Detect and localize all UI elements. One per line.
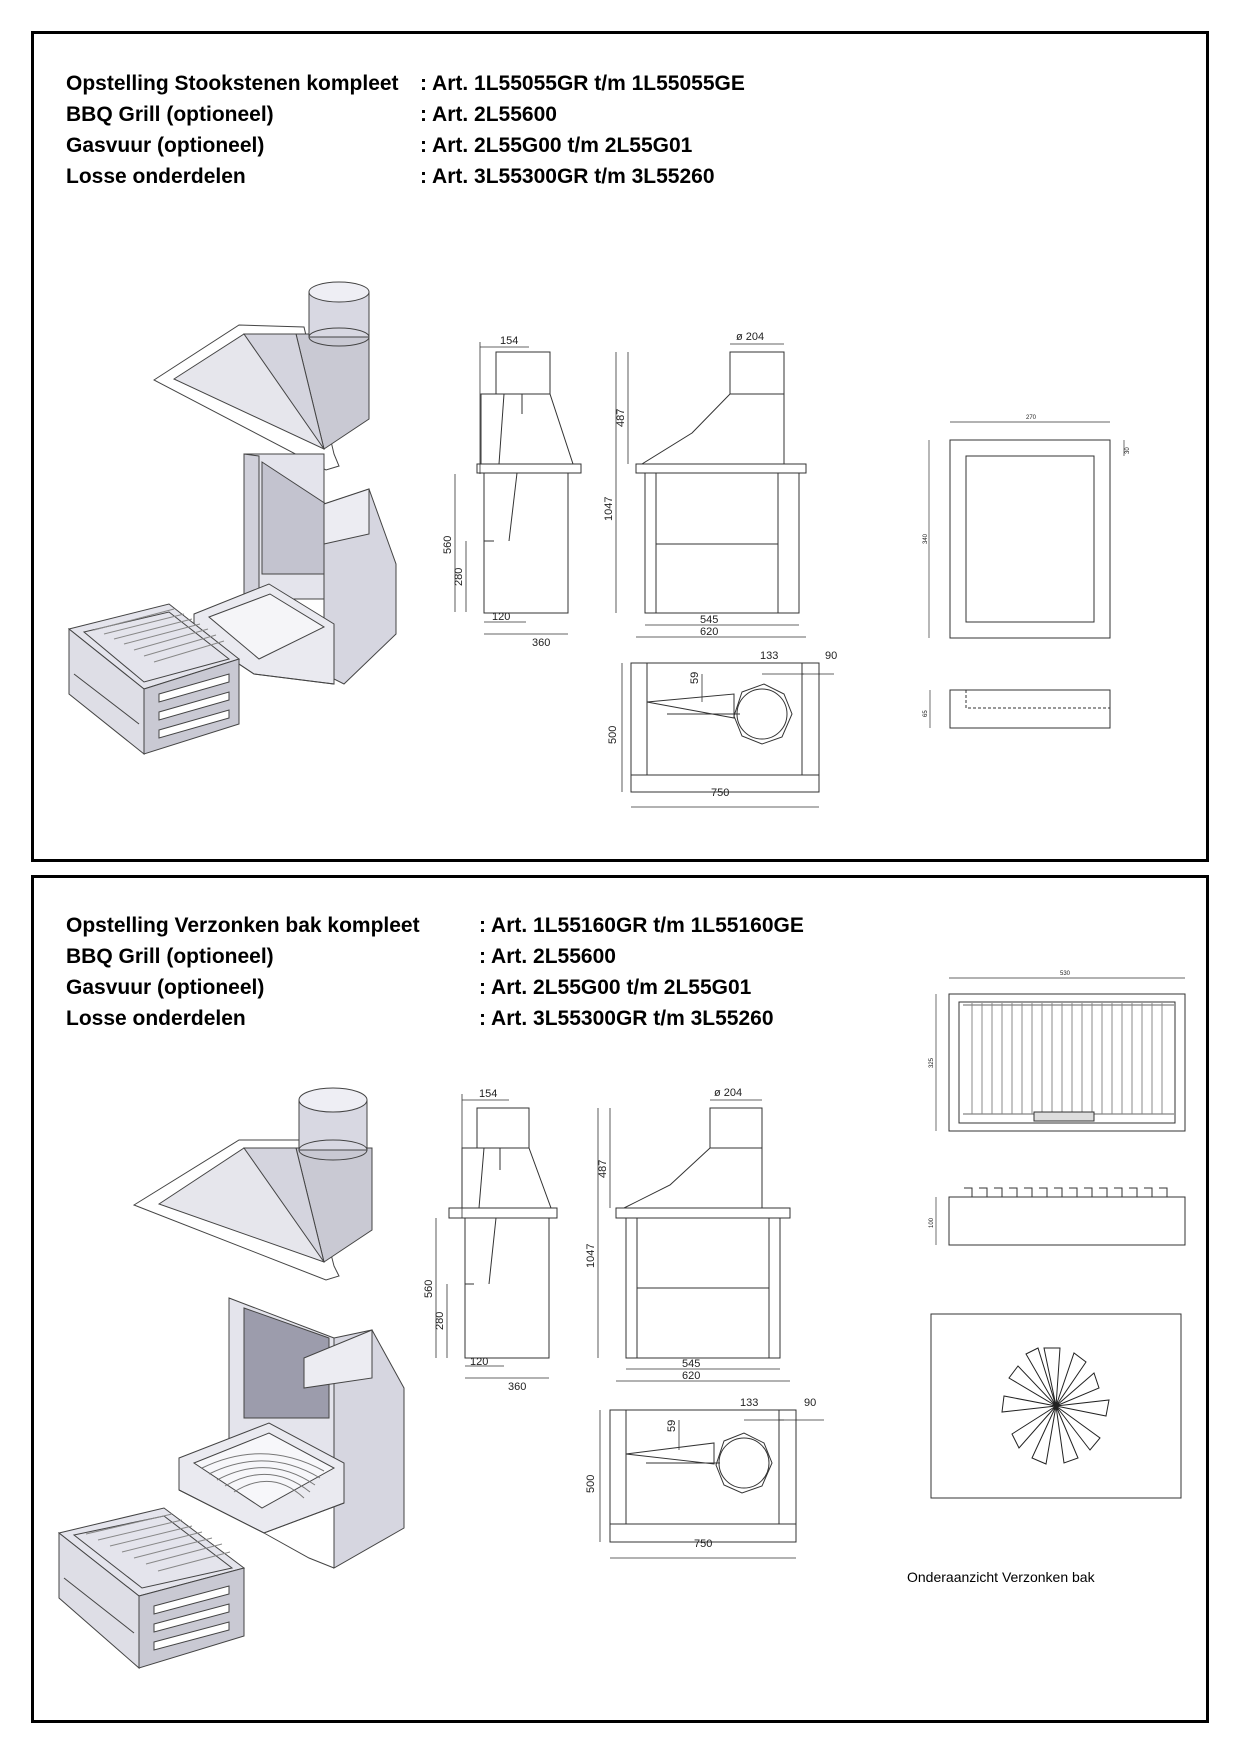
dim-750: 750: [711, 787, 729, 799]
top-view: [630, 662, 820, 793]
dim-30: 30: [1125, 447, 1131, 454]
iso-hood: [153, 281, 370, 471]
iso-firebox: [193, 453, 397, 685]
spec-row: Opstelling Verzonken bak kompleet : Art. …: [66, 910, 804, 941]
dim-133: 133: [740, 1397, 758, 1409]
dim-59: 59: [689, 672, 701, 684]
spec-row: Losse onderdelen : Art. 3L55300GR t/m 3L5…: [66, 1003, 804, 1034]
dim-120: 120: [492, 611, 510, 623]
spec-row: Gasvuur (optioneel) : Art. 2L55G00 t/m 2L…: [66, 130, 745, 161]
spec-value: : Art. 1L55160GR t/m 1L55160GE: [479, 914, 804, 937]
top-view: [609, 1409, 797, 1543]
spec-row: BBQ Grill (optioneel) : Art. 2L55600: [66, 99, 745, 130]
spec-row: Gasvuur (optioneel) : Art. 2L55G00 t/m 2L…: [66, 972, 804, 1003]
dim-204: ø 204: [736, 331, 764, 343]
dim-360: 360: [508, 1381, 526, 1393]
front-dims: [597, 1099, 790, 1382]
dim-280: 280: [434, 1312, 446, 1330]
spec-row: Losse onderdelen : Art. 3L55300GR t/m 3L5…: [66, 161, 745, 192]
dim-1047: 1047: [603, 497, 615, 521]
dim-500: 500: [585, 1475, 597, 1493]
spec-label: Opstelling Verzonken bak kompleet: [66, 914, 420, 937]
section-verzonken-bak: Opstelling Verzonken bak kompleet : Art. …: [31, 875, 1209, 1723]
iso-bbq-grill: [57, 1507, 246, 1670]
spec-value: : Art. 2L55G00 t/m 2L55G01: [420, 134, 693, 157]
dim-750: 750: [694, 1538, 712, 1550]
drawings-2: 154 560 280 120 360 ø 204 487 1047 545 6…: [57, 971, 1186, 1670]
front-view: [615, 1107, 791, 1359]
side-dims: [435, 1094, 549, 1379]
dim-204: ø 204: [714, 1087, 742, 1099]
spec-value: : Art. 3L55300GR t/m 3L55260: [420, 165, 715, 188]
dim-620: 620: [682, 1370, 700, 1382]
front-view: [635, 351, 807, 614]
spec-row: Opstelling Stookstenen kompleet : Art. 1L…: [66, 68, 745, 99]
dim-90: 90: [804, 1397, 816, 1409]
bottom-view-caption: Onderaanzicht Verzonken bak: [907, 1569, 1095, 1585]
spec-label: Gasvuur (optioneel): [66, 976, 265, 999]
fan-pattern: [1001, 1347, 1110, 1465]
top-dims: [621, 663, 834, 808]
dim-360: 360: [532, 637, 550, 649]
dim-560: 560: [442, 536, 454, 554]
dim-545: 545: [682, 1358, 700, 1370]
iso-hood: [132, 1087, 373, 1281]
spec-label: Opstelling Stookstenen kompleet: [66, 72, 399, 95]
iso-firebox: [178, 1297, 405, 1569]
dim-100: 100: [929, 1217, 935, 1228]
side-view: [476, 351, 582, 614]
spec-value: : Art. 1L55055GR t/m 1L55055GE: [420, 72, 745, 95]
dim-133: 133: [760, 650, 778, 662]
dim-280: 280: [453, 568, 465, 586]
dim-59: 59: [666, 1420, 678, 1432]
stone-plan-view: [928, 421, 1125, 639]
dim-487: 487: [615, 409, 627, 427]
dim-90: 90: [825, 650, 837, 662]
spec-header: Opstelling Verzonken bak kompleet : Art. …: [66, 910, 804, 1034]
dim-120: 120: [470, 1356, 488, 1368]
dim-500: 500: [607, 726, 619, 744]
spec-value: : Art. 2L55600: [479, 945, 616, 968]
dim-65: 65: [923, 710, 929, 717]
spec-label: Gasvuur (optioneel): [66, 134, 265, 157]
spec-value: : Art. 2L55G00 t/m 2L55G01: [479, 976, 752, 999]
dim-530: 530: [1060, 971, 1071, 977]
dim-620: 620: [700, 626, 718, 638]
drawings-1: 154 560 280 120 360 ø 204 487 1047 545 6…: [67, 281, 1131, 808]
bak-side-view: [935, 1187, 1186, 1246]
top-dims: [599, 1410, 824, 1559]
dim-340: 340: [923, 533, 929, 544]
dim-154: 154: [479, 1088, 497, 1100]
spec-row: BBQ Grill (optioneel) : Art. 2L55600: [66, 941, 804, 972]
dim-545: 545: [700, 614, 718, 626]
dim-154: 154: [500, 335, 518, 347]
dim-1047: 1047: [585, 1244, 597, 1268]
front-dims: [615, 343, 806, 638]
bak-plan-view: [935, 977, 1186, 1132]
dim-560: 560: [423, 1280, 435, 1298]
side-view: [448, 1107, 558, 1359]
spec-label: Losse onderdelen: [66, 1007, 246, 1030]
section-stookstenen: Opstelling Stookstenen kompleet : Art. 1L…: [31, 31, 1209, 862]
dim-487: 487: [597, 1160, 609, 1178]
dim-270: 270: [1026, 415, 1037, 421]
spec-label: BBQ Grill (optioneel): [66, 945, 274, 968]
spec-label: Losse onderdelen: [66, 165, 246, 188]
side-dims: [454, 342, 568, 635]
iso-bbq-grill: [67, 603, 241, 756]
spec-header: Opstelling Stookstenen kompleet : Art. 1L…: [66, 68, 745, 192]
spec-value: : Art. 3L55300GR t/m 3L55260: [479, 1007, 774, 1030]
spec-value: : Art. 2L55600: [420, 103, 557, 126]
stone-side-view: [929, 689, 1111, 729]
spec-label: BBQ Grill (optioneel): [66, 103, 274, 126]
dim-325: 325: [929, 1057, 935, 1068]
bak-bottom-view: [930, 1313, 1182, 1499]
